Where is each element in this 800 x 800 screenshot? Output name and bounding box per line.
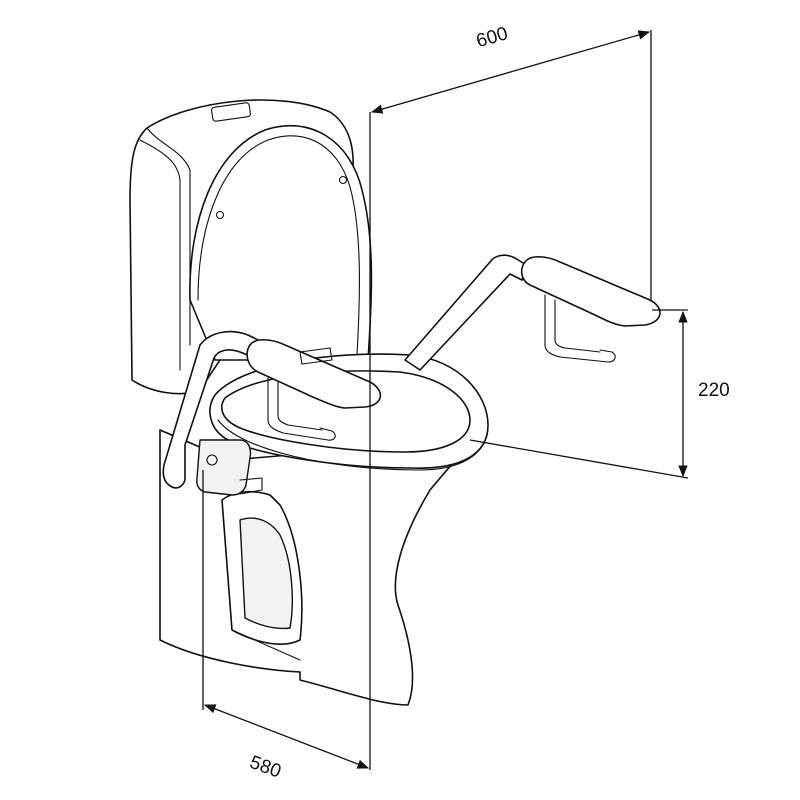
toilet-lid xyxy=(189,125,373,361)
dimension-600 xyxy=(369,30,652,770)
far-support-arm xyxy=(404,254,661,371)
toilet-seat xyxy=(209,353,489,471)
toilet-bowl xyxy=(159,429,471,706)
dimension-580 xyxy=(202,470,370,769)
flush-button xyxy=(211,102,251,122)
dimension-label-220: 220 xyxy=(698,380,730,401)
dimension-220 xyxy=(469,309,689,479)
near-support-arm xyxy=(162,330,382,496)
